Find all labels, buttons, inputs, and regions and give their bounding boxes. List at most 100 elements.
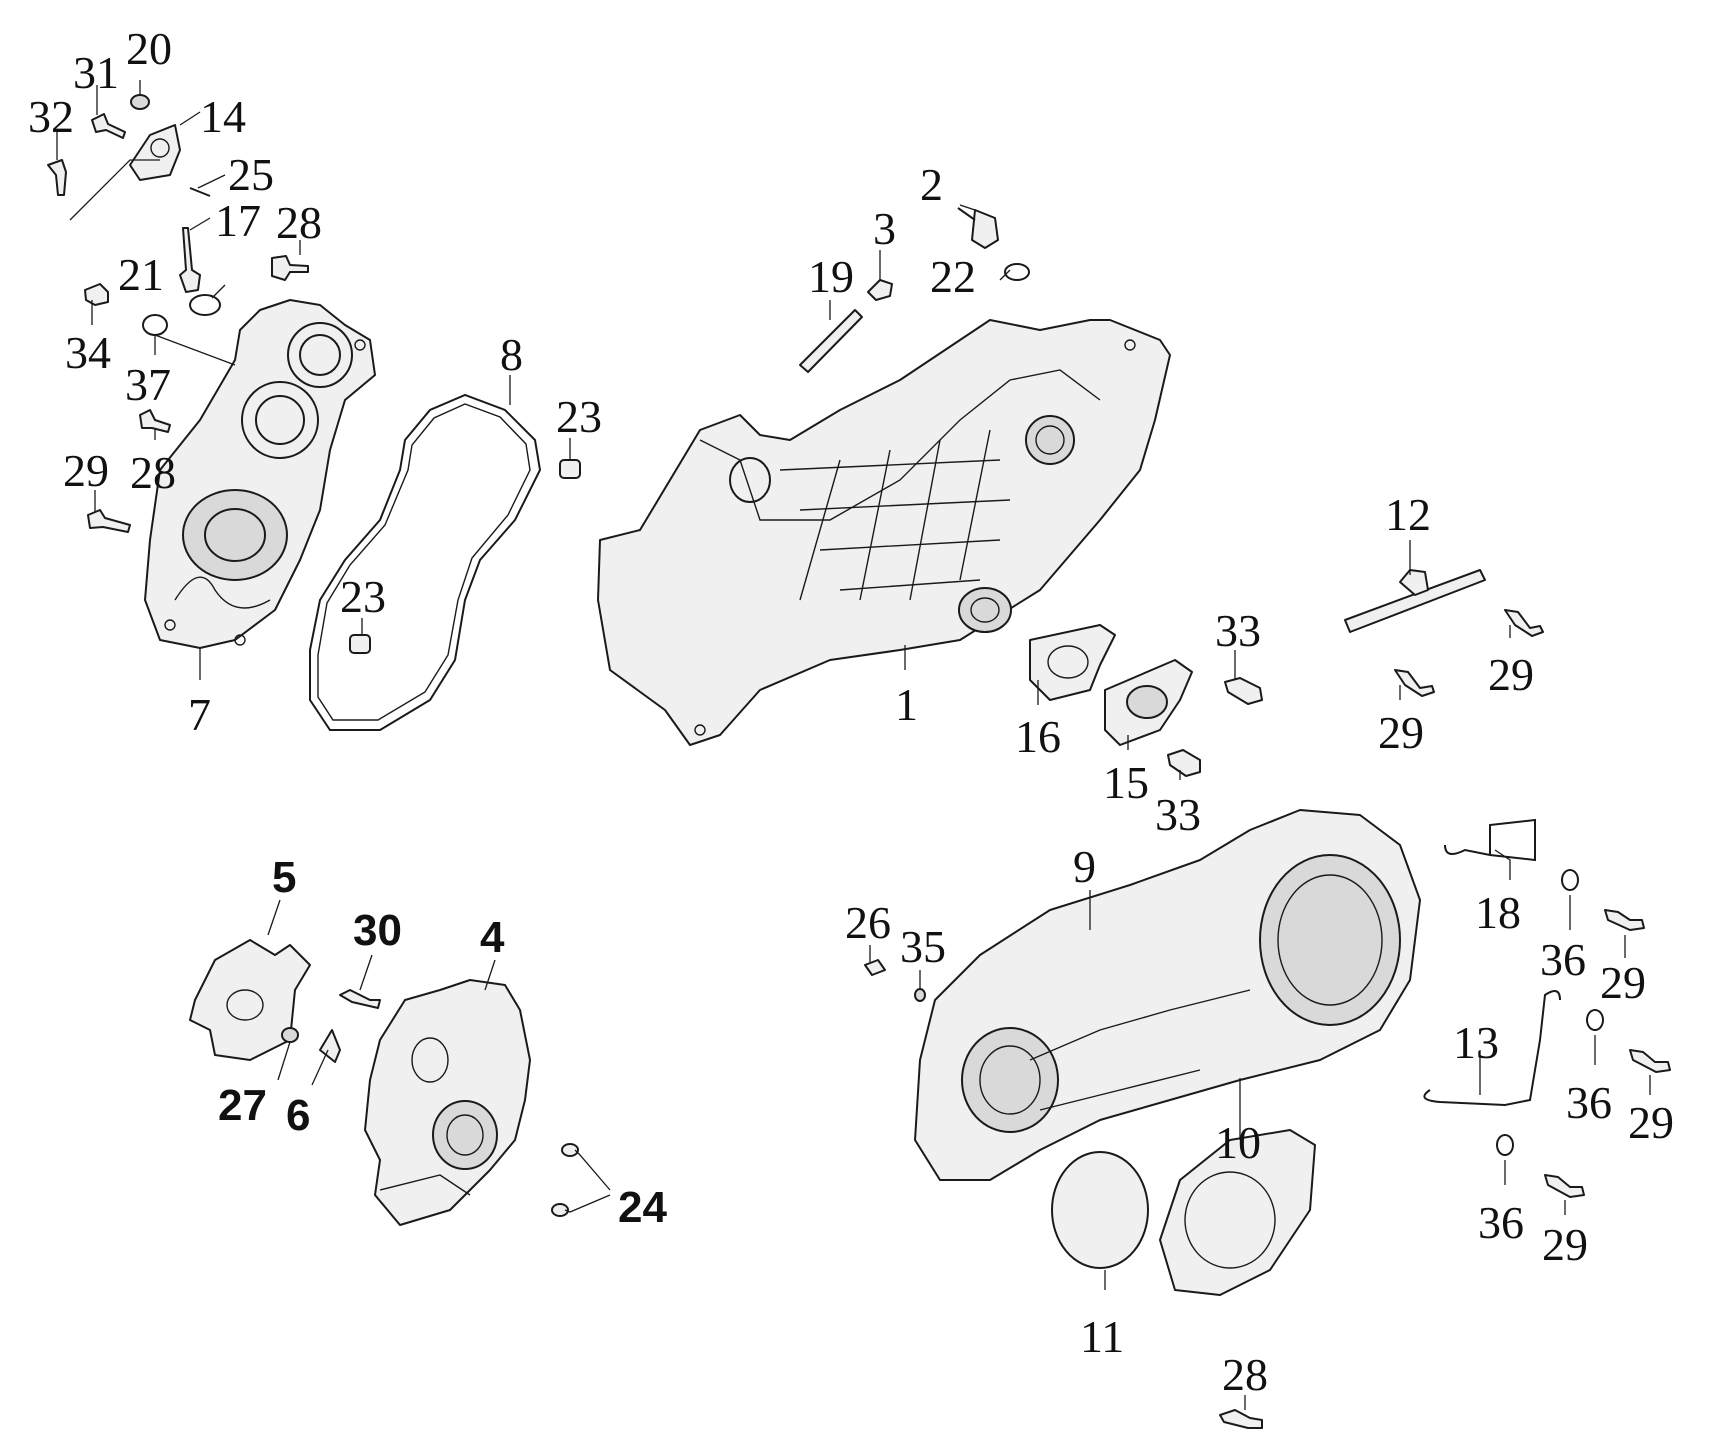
callout-label: 27 — [218, 1081, 267, 1130]
callout-label: 13 — [1453, 1017, 1499, 1068]
callout-label: 18 — [1475, 887, 1521, 938]
callout-label: 33 — [1215, 605, 1261, 656]
screw-part — [1394, 669, 1435, 697]
crankcase-part — [597, 319, 1171, 746]
callout-label: 2 — [920, 159, 943, 210]
o-ring-part — [561, 1143, 579, 1157]
callout-label: 23 — [340, 571, 386, 622]
callout-label: 5 — [272, 853, 296, 902]
bolt-part — [271, 255, 309, 281]
oil-seal-part — [130, 94, 150, 110]
callout-label: 36 — [1478, 1197, 1524, 1248]
intake-gasket-part — [1029, 624, 1116, 701]
gear-case-cover-part — [144, 299, 376, 649]
drain-plug-part — [971, 209, 999, 249]
callout-label: 33 — [1155, 789, 1201, 840]
callout-label: 29 — [1488, 649, 1534, 700]
callout-label: 29 — [1542, 1219, 1588, 1270]
gasket-part — [309, 393, 542, 731]
intake-gasket-hole — [1047, 645, 1089, 679]
callout-label: 26 — [845, 897, 891, 948]
o-ring-part — [1004, 263, 1030, 281]
speedometer-gear-housing-part — [129, 124, 181, 181]
washer-part — [281, 1027, 299, 1043]
callout-label: 25 — [228, 149, 274, 200]
callout-label: 24 — [618, 1183, 667, 1232]
screw-part — [1544, 1174, 1585, 1198]
callout-label: 16 — [1015, 711, 1061, 762]
washer-part — [1561, 869, 1579, 891]
callout-label: 11 — [1080, 1311, 1124, 1362]
o-ring-part — [189, 294, 221, 316]
oil-pump-part — [364, 979, 531, 1226]
callout-label: 31 — [73, 47, 119, 98]
screw-part — [1219, 1409, 1263, 1429]
leader-lines — [56, 80, 1651, 1410]
callout-label: 28 — [1222, 1349, 1268, 1400]
pin-part — [319, 1029, 341, 1063]
tube-part — [799, 309, 863, 373]
callout-label: 3 — [873, 203, 896, 254]
callout-label: 22 — [930, 251, 976, 302]
drain-plug-bar — [957, 207, 976, 221]
callout-label: 21 — [118, 249, 164, 300]
bracket-part — [1344, 569, 1486, 633]
callout-label: 9 — [1073, 841, 1096, 892]
dowel-pin-part — [349, 634, 371, 654]
callout-label: 36 — [1540, 934, 1586, 985]
callout-label: 34 — [65, 327, 111, 378]
callout-label: 35 — [900, 921, 946, 972]
screw-part — [1629, 1049, 1671, 1073]
flange-bolt-part — [1224, 677, 1263, 705]
callout-label: 30 — [353, 906, 402, 955]
o-ring-part — [551, 1203, 569, 1217]
screw-part — [864, 959, 886, 976]
breather-fitting-part — [867, 279, 893, 301]
callout-label: 28 — [130, 447, 176, 498]
washer-part — [1586, 1009, 1604, 1031]
screw-part — [1604, 909, 1645, 931]
callout-label: 14 — [200, 91, 246, 142]
callout-label: 15 — [1103, 757, 1149, 808]
bolt-part — [139, 409, 171, 433]
callout-label: 8 — [500, 329, 523, 380]
washer-part — [142, 314, 168, 336]
clip-part — [1444, 818, 1536, 862]
bolt-part — [87, 509, 131, 533]
callout-label: 19 — [808, 251, 854, 302]
bolt-part — [91, 113, 126, 139]
callout-label: 23 — [556, 391, 602, 442]
callout-label: 7 — [188, 689, 211, 740]
callout-label: 1 — [895, 679, 918, 730]
callout-label: 32 — [28, 91, 74, 142]
bolt-part — [47, 159, 67, 196]
callout-label: 29 — [1628, 1097, 1674, 1148]
callout-label: 28 — [276, 197, 322, 248]
callout-label: 17 — [215, 195, 261, 246]
wire-clip-part — [1423, 990, 1561, 1107]
bolt-part — [84, 283, 109, 306]
flange-bolt-part — [1167, 749, 1201, 777]
callout-label: 10 — [1215, 1117, 1261, 1168]
callout-label: 37 — [125, 359, 171, 410]
cover-plate-hole — [226, 989, 264, 1021]
callout-label: 6 — [286, 1091, 310, 1140]
pin-part — [189, 187, 211, 197]
inspection-cover-part — [1051, 1151, 1149, 1269]
cover-plate-part — [189, 939, 311, 1061]
screw-part — [1504, 609, 1544, 637]
dowel-pin-part — [559, 459, 581, 479]
callout-label: 20 — [126, 23, 172, 74]
bracket-tab-part — [1399, 569, 1429, 596]
bolt-part — [339, 989, 381, 1009]
intake-flange-hole — [1126, 685, 1168, 719]
washer-part — [914, 988, 926, 1002]
air-duct-cover-dome — [1184, 1171, 1276, 1269]
callout-label: 36 — [1566, 1077, 1612, 1128]
callout-label: 29 — [63, 445, 109, 496]
drive-gear-part — [179, 227, 201, 293]
callout-label: 4 — [480, 913, 505, 962]
callout-label: 12 — [1385, 489, 1431, 540]
cvt-cover-part — [914, 809, 1421, 1181]
